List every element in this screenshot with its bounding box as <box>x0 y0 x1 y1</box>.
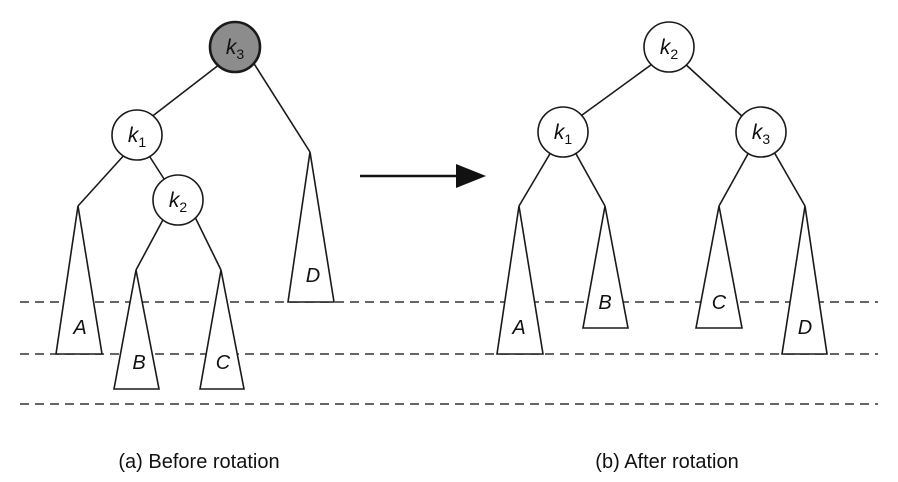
subtree-label-d-before: D <box>306 265 320 287</box>
edge-k1-k2 <box>147 153 167 183</box>
subtree-c-before <box>199 269 245 390</box>
edge-k1-b-after <box>574 151 606 207</box>
subtree-label-a-after: A <box>511 317 525 339</box>
node-k3-after-label: k3 <box>752 121 771 147</box>
edge-k1-a <box>77 152 127 207</box>
node-k3-after <box>735 106 787 158</box>
subtree-label-c-after: C <box>712 292 727 314</box>
node-k2-after <box>643 21 695 73</box>
node-k2-before-label: k2 <box>169 189 188 215</box>
subtree-label-c-before: C <box>216 352 231 374</box>
edge-k1-a-after <box>518 151 552 207</box>
node-k1-after <box>537 106 589 158</box>
node-k1-before <box>111 109 163 161</box>
edge-k3-c-after <box>718 151 750 207</box>
subtree-a-before <box>55 205 103 355</box>
subtree-b-after <box>582 205 629 329</box>
before-tree: A B C D k3 k1 k2 <box>55 20 335 390</box>
after-tree: A B C D k2 k1 k3 <box>496 21 828 355</box>
edge-k2-k3-after <box>682 61 745 119</box>
edge-k3-d <box>252 61 311 153</box>
node-k2-after-label: k2 <box>660 36 679 62</box>
node-k1-after-label: k1 <box>554 121 573 147</box>
subtree-c-after <box>695 205 743 329</box>
node-k3-before <box>208 20 262 74</box>
subtree-label-b-after: B <box>598 292 611 314</box>
subtree-a-after <box>496 205 544 355</box>
node-k3-before-label: k3 <box>226 36 245 62</box>
edge-k2-b <box>135 215 166 271</box>
edge-k2-k1-after <box>577 61 656 119</box>
subtree-d-before <box>287 151 335 303</box>
caption-after: (b) After rotation <box>595 451 738 473</box>
rotation-arrow <box>360 164 486 188</box>
subtree-label-b-before: B <box>132 352 145 374</box>
subtree-d-after <box>781 205 828 355</box>
node-k2-before <box>152 174 204 226</box>
subtree-label-d-after: D <box>798 317 812 339</box>
caption-before: (a) Before rotation <box>118 451 279 473</box>
edge-k3-d-after <box>773 151 806 207</box>
edge-k3-k1 <box>149 63 221 119</box>
node-k1-before-label: k1 <box>128 124 147 150</box>
arrow-head <box>456 164 486 188</box>
edge-k2-c <box>193 214 222 271</box>
subtree-label-a-before: A <box>72 317 86 339</box>
subtree-b-before <box>113 269 160 390</box>
